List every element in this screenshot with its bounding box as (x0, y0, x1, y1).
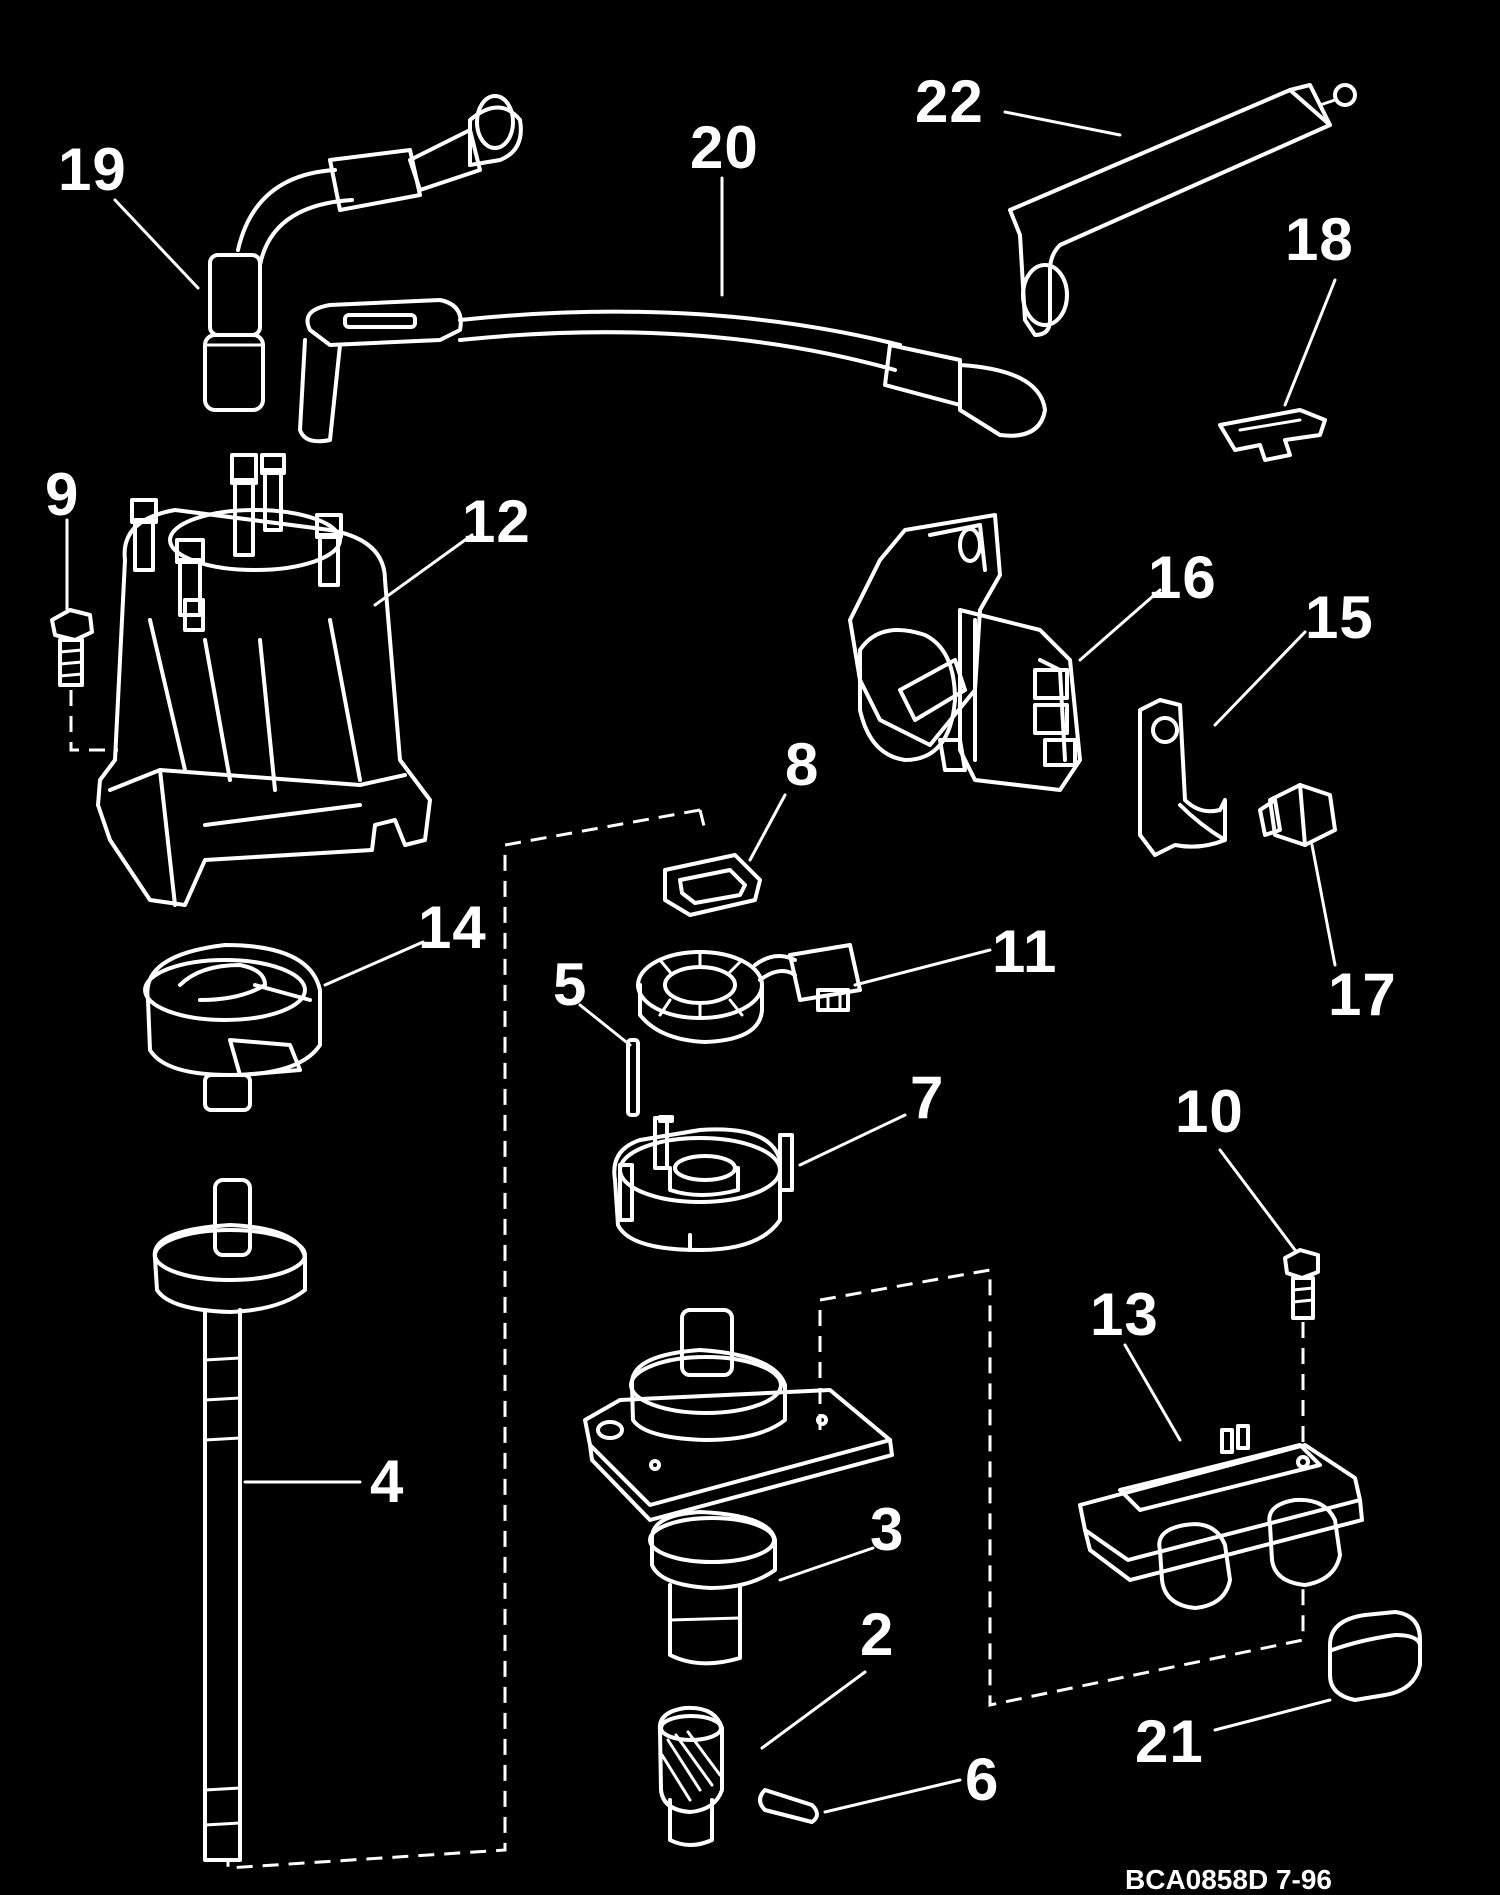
part-2-gear (657, 1705, 724, 1847)
callout-2: 2 (860, 1601, 895, 1668)
callout-12: 12 (462, 488, 531, 555)
callout-15: 15 (1305, 584, 1374, 651)
callout-19: 19 (58, 136, 127, 203)
part-20-coil-wire (298, 298, 1047, 444)
callout-21: 21 (1135, 1708, 1204, 1775)
part-6-roll-pin (758, 1788, 819, 1824)
callout-7: 7 (910, 1064, 945, 1131)
callout-22: 22 (915, 68, 984, 135)
gasket-leader-dashed (698, 809, 707, 831)
part-5-pin (626, 1038, 640, 1117)
callout-17: 17 (1328, 961, 1397, 1028)
callout-4: 4 (370, 1448, 405, 1515)
callout-9: 9 (45, 461, 80, 528)
part-21-cover (1328, 1610, 1422, 1702)
part-10-screw (1283, 1248, 1320, 1450)
part-12-distributor-cap (69, 453, 432, 907)
callout-20: 20 (690, 114, 759, 181)
part-16-ignition-coil (848, 513, 1082, 792)
callout-14: 14 (418, 894, 487, 961)
part-4-shaft (152, 1178, 307, 1862)
part-8-gasket (663, 853, 762, 917)
part-17-plug (1258, 783, 1337, 847)
part-18-clip (1218, 408, 1327, 462)
part-19-plug-wire (203, 94, 523, 412)
leader-lines (65, 110, 1337, 1814)
callout-13: 13 (1090, 1281, 1159, 1348)
callout-8: 8 (785, 731, 820, 798)
callout-10: 10 (1175, 1078, 1244, 1145)
callout-18: 18 (1285, 206, 1354, 273)
callout-11: 11 (992, 918, 1058, 985)
drawing-code: BCA0858D 7-96 (1125, 1864, 1332, 1895)
callout-16: 16 (1148, 544, 1217, 611)
callout-3: 3 (870, 1496, 905, 1563)
part-13-module (1078, 1424, 1364, 1610)
part-9-screw (50, 608, 94, 687)
part-14-rotor (143, 943, 322, 1112)
part-7-pole-piece (612, 1115, 794, 1252)
part-3-housing (583, 1308, 894, 1666)
assembly-leader-dashed (226, 808, 701, 1870)
callout-6: 6 (965, 1746, 1000, 1813)
part-22-bracket (1008, 83, 1357, 337)
part-15-clamp (1138, 698, 1227, 857)
module-leader-dashed (818, 1268, 1305, 1707)
part-11-pickup-coil (636, 943, 862, 1044)
callout-5: 5 (553, 951, 588, 1018)
